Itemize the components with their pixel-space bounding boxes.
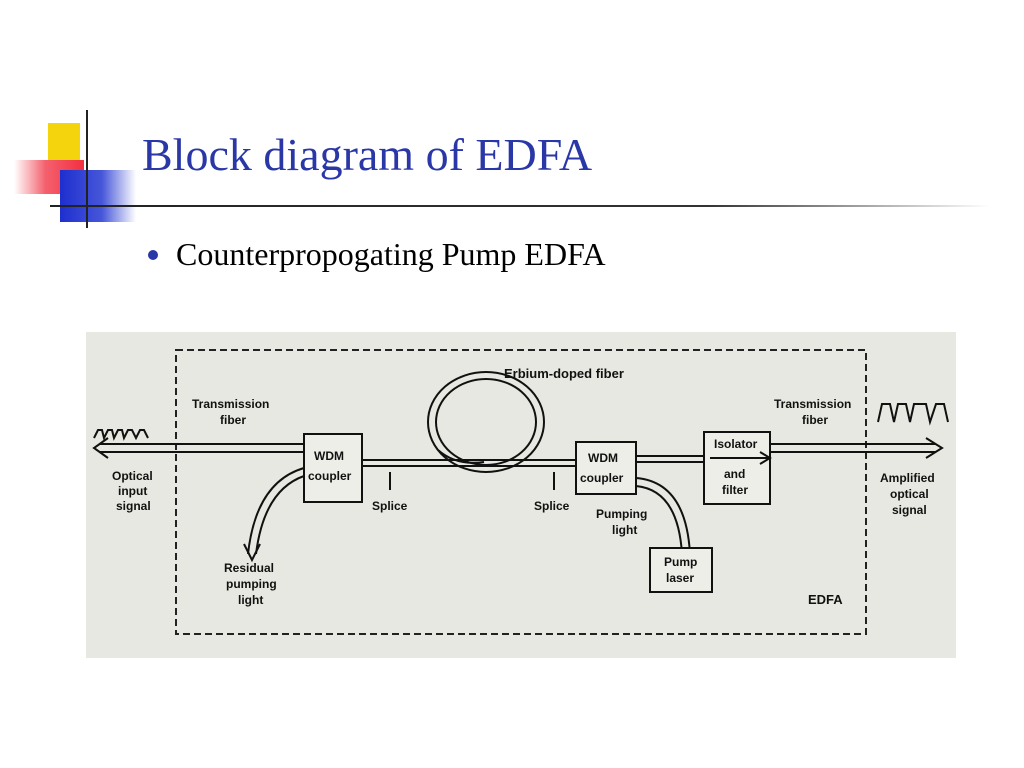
label-optical-input-3: signal — [116, 499, 151, 513]
bullet-text: Counterpropogating Pump EDFA — [176, 236, 606, 272]
pump-fiber-outer — [635, 477, 691, 555]
bullet-item: Counterpropogating Pump EDFA — [148, 236, 606, 273]
label-wdm-left-1: WDM — [314, 449, 344, 463]
label-isolator-2: and — [724, 467, 745, 481]
label-pumping-light-1: Pumping — [596, 507, 647, 521]
edfa-block-diagram: Erbium-doped fiber Transmission fiber Op… — [86, 332, 956, 658]
label-optical-input-1: Optical — [112, 469, 153, 483]
residual-fiber-outer — [247, 467, 305, 555]
label-wdm-right-2: coupler — [580, 471, 624, 485]
residual-arrow-icon — [243, 543, 261, 563]
label-splice-left: Splice — [372, 499, 408, 513]
label-amplified-3: signal — [892, 503, 927, 517]
label-amplified-2: optical — [890, 487, 929, 501]
label-residual-1: Residual — [224, 561, 274, 575]
label-pump-laser-2: laser — [666, 571, 694, 585]
edfa-enclosure — [175, 349, 867, 635]
label-wdm-right-1: WDM — [588, 451, 618, 465]
label-edfa: EDFA — [808, 592, 843, 607]
wdm-coupler-right — [575, 441, 637, 495]
bullet-dot-icon — [148, 249, 158, 260]
isolator-arrow-icon — [759, 451, 772, 465]
corner-decoration-blue — [60, 170, 136, 222]
label-residual-2: pumping — [226, 577, 277, 591]
slide-title: Block diagram of EDFA — [142, 129, 593, 180]
label-pump-laser-1: Pump — [664, 555, 697, 569]
label-transmission-fiber-left-1: Transmission — [192, 397, 269, 411]
label-wdm-left-2: coupler — [308, 469, 352, 483]
title-underline — [50, 205, 990, 207]
label-isolator-3: filter — [722, 483, 748, 497]
label-transmission-fiber-right-1: Transmission — [774, 397, 851, 411]
pump-fiber-inner — [635, 485, 683, 555]
label-optical-input-2: input — [118, 484, 147, 498]
erbium-coil-lead — [437, 449, 485, 464]
corner-decoration-yellow — [48, 123, 80, 165]
input-signal-waveform — [93, 429, 149, 441]
label-erbium-fiber: Erbium-doped fiber — [504, 366, 624, 381]
pump-laser-box — [649, 547, 713, 593]
label-residual-3: light — [238, 593, 263, 607]
diagram-canvas: Erbium-doped fiber Transmission fiber Op… — [92, 349, 949, 635]
label-isolator-1: Isolator — [714, 437, 758, 451]
erbium-coil-inner — [435, 378, 537, 466]
label-pumping-light-2: light — [612, 523, 637, 537]
label-transmission-fiber-right-2: fiber — [802, 413, 828, 427]
output-signal-waveform — [877, 403, 949, 426]
isolator-filter-box — [703, 431, 771, 505]
output-arrow-icon — [925, 437, 944, 459]
label-amplified-1: Amplified — [880, 471, 935, 485]
label-transmission-fiber-left-2: fiber — [220, 413, 246, 427]
residual-fiber-inner — [255, 475, 305, 555]
label-splice-right: Splice — [534, 499, 570, 513]
input-arrow-icon — [92, 437, 109, 459]
corner-decoration-vertical-line — [86, 110, 88, 228]
erbium-coil-outer — [427, 371, 545, 473]
wdm-coupler-left — [303, 433, 363, 503]
